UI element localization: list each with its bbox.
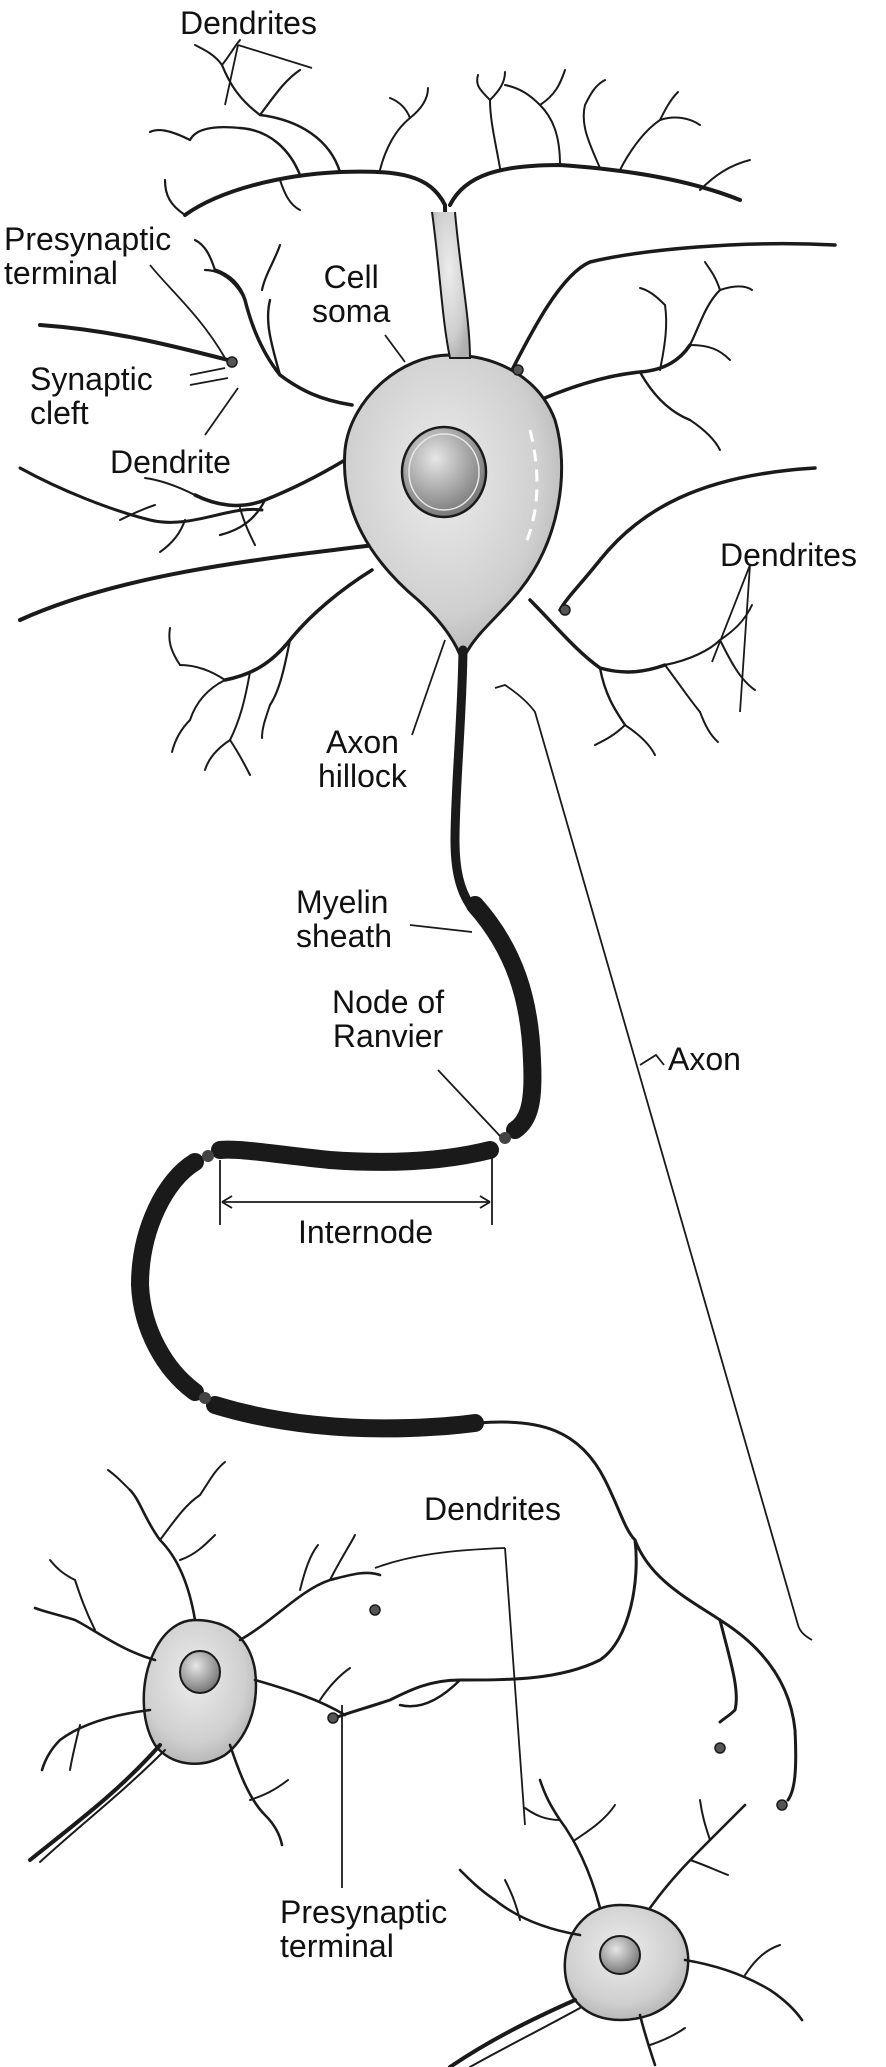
- label-cell-soma: Cell soma: [312, 260, 390, 328]
- label-myelin-sheath-line1: Myelin: [296, 884, 389, 920]
- label-axon-hillock-line1: Axon: [325, 724, 399, 760]
- label-cell-soma-line2: soma: [312, 293, 391, 329]
- dendrites-right-tree: [528, 261, 756, 756]
- label-internode: Internode: [298, 1214, 434, 1250]
- incoming-axons: [18, 241, 837, 622]
- nucleus: [400, 425, 488, 519]
- label-myelin-sheath-line2: sheath: [296, 918, 393, 954]
- bottom-left-neuron: [28, 1461, 382, 1863]
- bottom-right-neuron: [448, 1778, 804, 2067]
- label-presynaptic-terminal-top-line2: terminal: [4, 255, 118, 291]
- cell-soma: [342, 211, 564, 664]
- label-node-of-ranvier-line1: Node of: [332, 984, 445, 1020]
- axon-path: [131, 645, 798, 1802]
- node-of-ranvier: [499, 1132, 511, 1144]
- label-dendrites-top: Dendrites: [180, 5, 317, 41]
- label-presynaptic-terminal-bottom-line2: terminal: [280, 1928, 394, 1964]
- label-presynaptic-terminal-bottom: Presynaptic terminal: [280, 1895, 447, 1963]
- label-dendrites-bottom: Dendrites: [424, 1491, 561, 1527]
- label-myelin-sheath: Myelin sheath: [296, 885, 392, 953]
- label-presynaptic-terminal-top: Presynaptic terminal: [4, 222, 171, 290]
- label-dendrites-right: Dendrites: [720, 537, 857, 573]
- label-axon-hillock-line2: hillock: [318, 758, 407, 794]
- label-synaptic-cleft: Synaptic cleft: [30, 362, 153, 430]
- label-dendrite: Dendrite: [110, 444, 231, 480]
- label-synaptic-cleft-line2: cleft: [30, 395, 89, 431]
- dendrites-left-tree: [119, 238, 374, 776]
- label-axon-hillock: Axon hillock: [318, 725, 407, 793]
- label-node-of-ranvier: Node of Ranvier: [332, 985, 444, 1053]
- label-presynaptic-terminal-bottom-line1: Presynaptic: [280, 1894, 448, 1930]
- label-presynaptic-terminal-top-line1: Presynaptic: [4, 221, 172, 257]
- synaptic-boutons: [226, 356, 788, 1811]
- label-node-of-ranvier-line2: Ranvier: [332, 1018, 444, 1054]
- label-cell-soma-line1: Cell: [323, 259, 379, 295]
- leader-lines: [149, 44, 813, 1888]
- label-axon: Axon: [668, 1041, 741, 1077]
- label-synaptic-cleft-line1: Synaptic: [30, 361, 153, 397]
